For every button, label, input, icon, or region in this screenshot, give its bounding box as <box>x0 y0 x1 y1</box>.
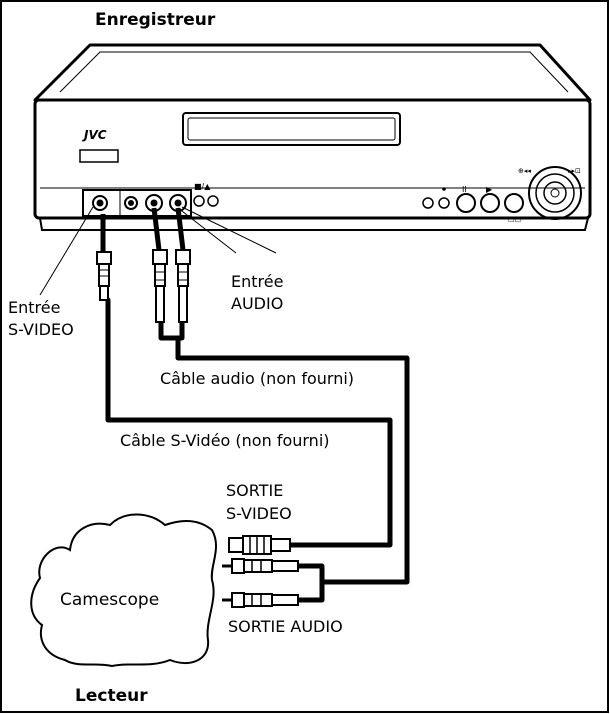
svideo-cable <box>105 297 393 548</box>
svideo-plug-camcorder <box>228 535 291 555</box>
audio-plug-left <box>151 207 168 323</box>
callout-lines <box>39 206 277 296</box>
svideo-output-label-line1: SORTIE <box>226 481 283 500</box>
brand-logo: JVC <box>82 128 107 142</box>
audio-plug-out-2 <box>222 592 299 608</box>
svg-text:▸▸⊡: ▸▸⊡ <box>568 167 581 175</box>
cables <box>105 297 410 603</box>
audio-input-label-line2: AUDIO <box>231 294 283 313</box>
audio-plug-right <box>175 207 191 323</box>
audio-input-label-line1: Entrée <box>231 272 283 291</box>
audio-plug-out-1 <box>222 558 299 574</box>
svg-text:□□: □□ <box>508 215 521 223</box>
player-title: Lecteur <box>75 686 148 706</box>
svideo-plug-recorder <box>96 214 112 301</box>
svideo-input-label-line1: Entrée <box>8 298 60 317</box>
recorder-vcr: ■/▲ II ▶ □□ ⊕◂◂ ▸▸⊡ <box>33 43 592 231</box>
svg-text:II: II <box>462 185 467 194</box>
svg-text:⊕◂◂: ⊕◂◂ <box>518 167 531 175</box>
audio-output-label: SORTIE AUDIO <box>228 617 343 636</box>
svideo-input-label-line2: S-VIDEO <box>8 320 74 339</box>
camcorder-outline <box>30 513 217 668</box>
camcorder-label: Camescope <box>60 590 159 610</box>
svideo-cable-label: Câble S-Vidéo (non fourni) <box>120 431 330 450</box>
svg-text:■/▲: ■/▲ <box>194 182 211 191</box>
svg-text:▶: ▶ <box>486 185 493 194</box>
recorder-title: Enregistreur <box>95 10 216 30</box>
svideo-output-label-line2: S-VIDEO <box>226 504 292 523</box>
audio-cable-label: Câble audio (non fourni) <box>160 369 354 388</box>
audio-cable <box>158 319 410 603</box>
